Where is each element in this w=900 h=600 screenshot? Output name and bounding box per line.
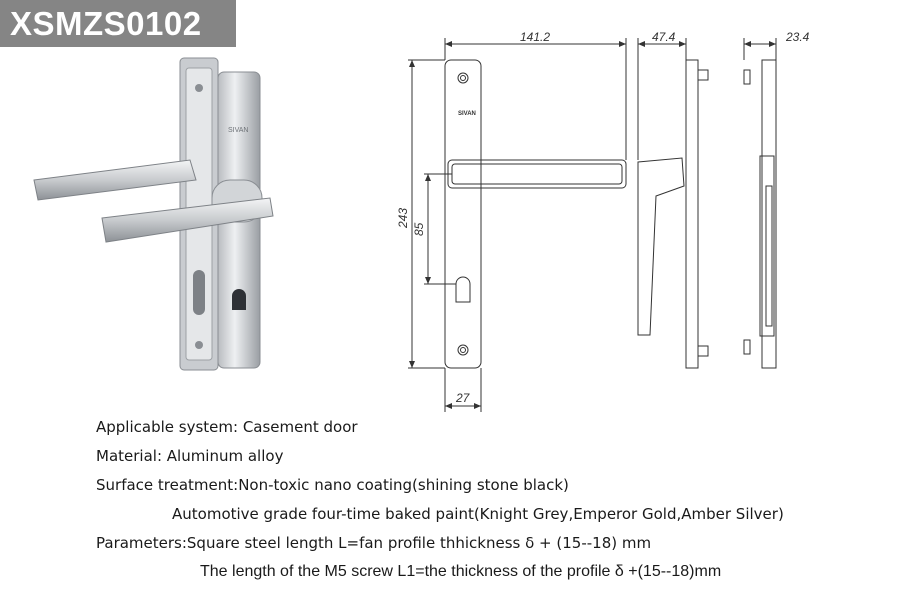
spec-surface-treatment: Surface treatment:Non-toxic nano coating… bbox=[96, 476, 569, 494]
spec-material: Material: Aluminum alloy bbox=[96, 447, 284, 465]
photo-logo: SIVAN bbox=[228, 127, 249, 134]
product-code: XSMZS0102 bbox=[10, 5, 202, 42]
dim-side-depth: 47.4 bbox=[652, 30, 676, 44]
front-lever bbox=[101, 179, 274, 243]
product-photo: SIVAN bbox=[33, 57, 274, 371]
drawing-side-lever bbox=[637, 157, 685, 336]
drawing-front-plate bbox=[444, 59, 482, 369]
product-code-badge: XSMZS0102 bbox=[0, 0, 236, 47]
back-lever bbox=[33, 159, 197, 201]
dim-overall-width: 141.2 bbox=[520, 30, 550, 44]
technical-drawing: SIVAN 141.2 47.4 23.4 243 85 27 bbox=[396, 30, 810, 412]
dim-plate-depth: 23.4 bbox=[785, 30, 810, 44]
dim-plate-width: 27 bbox=[455, 391, 471, 405]
drawing-side-plate bbox=[685, 59, 699, 369]
spec-paint: Automotive grade four-time baked paint(K… bbox=[172, 505, 784, 523]
dim-center-distance: 85 bbox=[412, 222, 426, 236]
spec-applicable-system: Applicable system: Casement door bbox=[96, 418, 358, 436]
dim-plate-height: 243 bbox=[396, 208, 410, 229]
drawing-logo: SIVAN bbox=[458, 111, 476, 117]
spec-screw-length: The length of the M5 screw L1=the thickn… bbox=[200, 563, 722, 580]
spec-parameters: Parameters:Square steel length L=fan pro… bbox=[96, 534, 652, 552]
drawing-back-plate-side bbox=[761, 59, 777, 369]
